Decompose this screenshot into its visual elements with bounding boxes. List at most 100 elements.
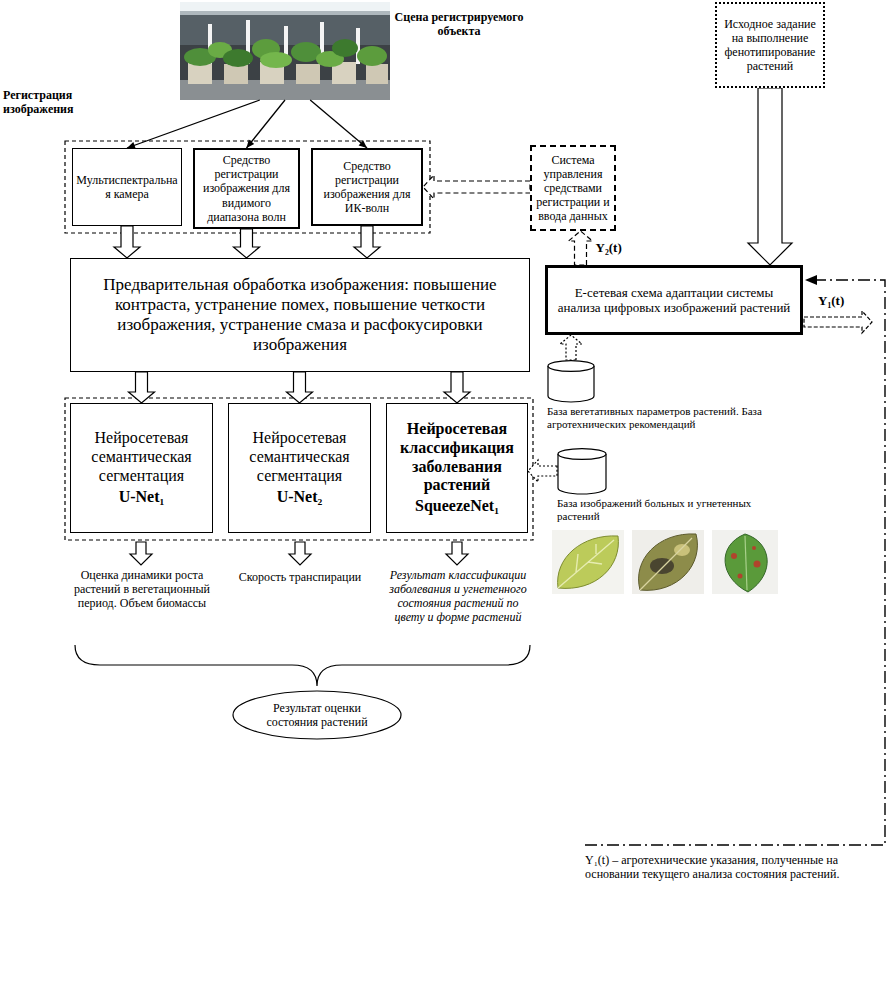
node-text: Нейросетевая семантическая сегментация — [235, 429, 364, 486]
plant-pot — [366, 64, 388, 84]
connector-line — [247, 100, 286, 148]
node-text: Нейросетевая семантическая сегментация — [77, 429, 206, 486]
scene-photo: Сцена регистрируемого объекта — [180, 2, 390, 100]
cylinder-top — [558, 449, 606, 460]
node-text: Средство регистрации изображения для вид… — [197, 153, 296, 224]
leaf-image — [712, 530, 778, 594]
block-arrow — [560, 335, 582, 360]
plant-leaves — [332, 39, 358, 57]
node-outline — [557, 448, 607, 494]
node-text: База вегетативных параметров растений. Б… — [547, 405, 797, 431]
camera-box: Мультиспектральная камера — [72, 148, 182, 226]
leaf — [558, 536, 619, 589]
annotation-text: Скорость транспирации — [238, 570, 362, 584]
connector — [129, 372, 155, 403]
leaf-veins — [640, 538, 692, 590]
annotation-text: Y₁(t) – агротехнические указания, получе… — [585, 853, 883, 881]
connector — [234, 229, 260, 258]
annotation-text: Результат классификации заболевания и уг… — [388, 568, 528, 625]
plant-leaves — [260, 52, 292, 68]
annotation-text: Y₁(t) — [818, 293, 862, 308]
feedback-line — [585, 280, 885, 845]
leaf-veins — [558, 540, 614, 588]
block-arrow — [354, 226, 380, 258]
connector — [287, 372, 313, 403]
node-text: Сцена регистрируемого объекта — [394, 10, 524, 38]
camera-box: Средство регистрации изображения для ИК-… — [311, 148, 423, 226]
database-cylinder: База вегетативных параметров растений. Б… — [547, 360, 595, 402]
led-lamp — [180, 2, 390, 11]
connector — [444, 372, 470, 403]
node-text: U-Net₂ — [235, 488, 364, 507]
node-text: Нейросетевая классификация заболевания р… — [393, 420, 521, 496]
plant-leaves — [223, 49, 253, 67]
leaf-spot — [754, 561, 761, 568]
arrowhead — [247, 140, 255, 148]
block-arrow — [287, 372, 313, 403]
node-text: Предварительная обработка изображения: п… — [79, 275, 521, 355]
leaf-photo-ground — [552, 530, 624, 594]
photo-background — [180, 2, 390, 100]
connector — [528, 460, 557, 482]
scene-photo-illustration — [180, 2, 390, 100]
block-arrow — [748, 88, 792, 265]
connector — [247, 100, 286, 148]
connector — [748, 88, 792, 265]
ellipse-outline — [233, 691, 401, 739]
result-ellipse: Результат оценки состояния растений — [232, 690, 402, 740]
signal-label: Y₂(t) — [595, 240, 623, 255]
leaf — [639, 534, 698, 590]
camera-group-frame — [65, 141, 430, 233]
connector — [310, 100, 367, 148]
connector — [354, 226, 380, 258]
plant-pot — [224, 64, 248, 84]
leaf-photo-ground — [712, 530, 778, 594]
node-text: U-Net₁ — [77, 488, 206, 507]
connector — [114, 226, 140, 258]
node-text: Исходное задание на выполнение фенотипир… — [720, 17, 820, 74]
feedback-arrowhead — [805, 275, 817, 285]
node-text: Е-сетевая схема адаптации системы анализ… — [553, 285, 795, 316]
leaf — [725, 534, 767, 592]
connector — [560, 335, 582, 360]
node-outline — [547, 360, 595, 402]
block-arrow — [528, 460, 557, 482]
leaf-veins — [745, 536, 747, 590]
leaf-photo-ground — [632, 530, 704, 594]
connector-line — [310, 100, 367, 148]
leaf-image — [632, 530, 704, 594]
block-arrow — [423, 175, 530, 199]
process-box: Предварительная обработка изображения: п… — [70, 258, 530, 372]
node-text: База изображений больных и угнетенных ра… — [557, 497, 787, 523]
database-cylinder: База изображений больных и угнетенных ра… — [557, 448, 607, 494]
connector — [569, 231, 593, 265]
leaf-spot — [738, 574, 743, 579]
arrowhead — [359, 140, 367, 148]
output-arrow — [130, 542, 152, 565]
node-text: Система управления средствами регистраци… — [535, 153, 611, 224]
annotation-text: Оценка динамики роста растений в вегетац… — [58, 568, 226, 610]
curly-brace — [75, 645, 530, 686]
connector-line — [127, 100, 260, 148]
connector — [423, 175, 530, 199]
network-box: Нейросетевая семантическая сегментацияU-… — [70, 403, 213, 533]
network-box: Нейросетевая семантическая сегментацияU-… — [228, 403, 371, 533]
plant-pot — [296, 64, 320, 84]
node-text: SqueezeNet₁ — [393, 497, 521, 516]
block-arrow — [569, 231, 593, 265]
block-arrow — [129, 372, 155, 403]
connector — [127, 100, 260, 149]
plant-leaves — [357, 46, 387, 66]
network-group-frame — [65, 398, 533, 540]
control-box: Система управления средствами регистраци… — [530, 145, 616, 231]
cylinder-top — [548, 361, 594, 372]
annotation-text: Регистрация изображения — [3, 88, 93, 116]
output-arrow — [446, 542, 468, 565]
leaf-image — [552, 530, 624, 594]
block-arrow — [444, 372, 470, 403]
node-text: Мультиспектральная камера — [76, 173, 178, 201]
network-box: Нейросетевая классификация заболевания р… — [386, 403, 528, 533]
block-arrow — [234, 229, 260, 258]
node-text: Результат оценки состояния растений — [252, 701, 382, 729]
leaf-spot — [731, 553, 737, 559]
